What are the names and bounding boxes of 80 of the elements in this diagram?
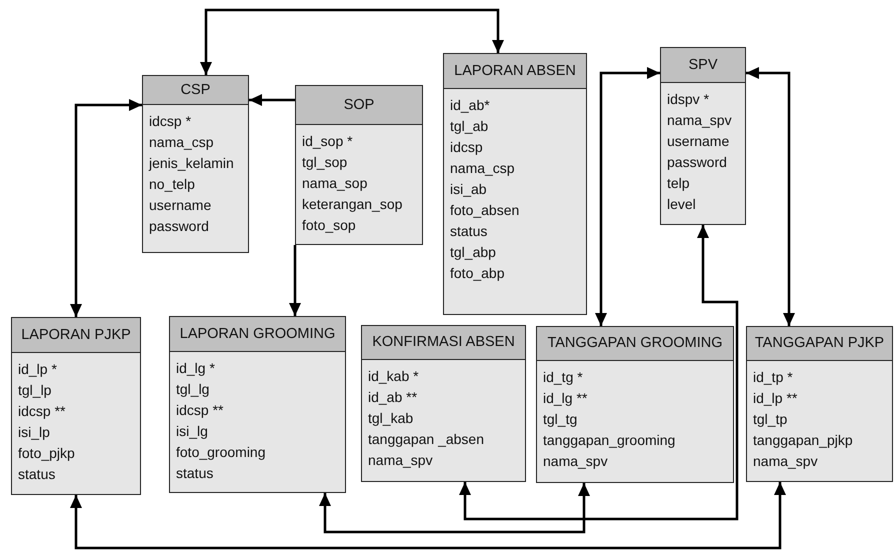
field-name: idspv * (667, 90, 710, 109)
field-name: tgl_tp (753, 410, 788, 429)
field-name: tgl_sop (302, 152, 348, 172)
field-name: tgl_kab (368, 408, 414, 428)
field-name: status (18, 464, 56, 484)
field-name: isi_lp (18, 422, 50, 442)
field-name: password (667, 152, 727, 172)
table-header: SPV (661, 48, 745, 82)
field-name: username (667, 132, 730, 150)
field-name: tgl_ab (450, 116, 488, 136)
field-name: tanggapan _absen (368, 430, 484, 449)
connector-arrow (595, 67, 660, 326)
field-name: nama_spv (667, 110, 732, 130)
field-name: id_lp ** (753, 388, 798, 408)
connector-arrow (459, 225, 738, 520)
table-header: CSP (143, 76, 248, 104)
field-name: keterangan_sop (302, 194, 402, 214)
field-name: telp (667, 174, 690, 193)
field-name: idcsp (450, 138, 483, 157)
entity-table (11, 317, 141, 495)
field-name: nama_spv (368, 450, 433, 470)
field-name: no_telp (149, 174, 195, 194)
field-name: password (149, 216, 209, 236)
entity-table (169, 316, 346, 493)
field-name: id_tp * (753, 368, 793, 387)
field-name: foto_grooming (176, 442, 266, 462)
table-header: TANGGAPAN GROOMING (537, 327, 733, 360)
connector-arrow (319, 483, 590, 534)
connector-arrow (289, 245, 301, 316)
field-name: foto_abp (450, 264, 504, 283)
entity-table (746, 326, 893, 482)
field-name: idcsp ** (18, 402, 66, 421)
entity-table (660, 47, 746, 225)
field-name: id_ab ** (368, 388, 418, 407)
field-name: idcsp * (149, 112, 192, 131)
field-name: username (149, 196, 212, 214)
connector-arrow (70, 99, 142, 317)
field-name: nama_spv (543, 452, 608, 471)
connector-arrow (70, 482, 786, 550)
table-header: LAPORAN PJKP (12, 318, 140, 352)
field-name: isi_ab (450, 180, 487, 199)
table-header: LAPORAN GROOMING (170, 317, 345, 352)
field-name: id_sop * (302, 132, 353, 151)
field-name: nama_csp (149, 132, 214, 152)
field-name: nama_sop (302, 174, 368, 193)
field-name: tgl_lp (18, 380, 52, 400)
field-name: nama_spv (753, 452, 818, 471)
field-name: isi_lg (176, 422, 208, 441)
field-name: tgl_abp (450, 242, 496, 262)
table-header: LAPORAN ABSEN (444, 54, 586, 88)
table-header: KONFIRMASI ABSEN (362, 326, 525, 360)
field-name: foto_absen (450, 200, 520, 220)
field-name: status (176, 464, 214, 482)
table-header: TANGGAPAN PJKP (747, 327, 892, 360)
connector-arrow (746, 67, 795, 326)
field-name: id_kab * (368, 366, 419, 386)
field-name: tgl_tg (543, 410, 578, 429)
field-name: foto_sop (302, 216, 356, 235)
connector-arrow (200, 8, 504, 75)
field-name: nama_csp (450, 158, 515, 178)
field-name: idcsp ** (176, 400, 224, 420)
field-name: id_tg * (543, 368, 583, 387)
table-header: SOP (296, 86, 422, 124)
field-name: id_ab* (450, 96, 490, 115)
field-name: tanggapan_grooming (543, 430, 676, 450)
field-name: id_lg * (176, 358, 215, 378)
field-name: tanggapan_pjkp (753, 430, 853, 450)
entity-table (536, 326, 734, 483)
field-name: id_lg ** (543, 388, 588, 408)
entity-table (443, 53, 587, 315)
field-name: tgl_lg (176, 380, 210, 399)
connector-arrow (249, 94, 295, 106)
field-name: level (667, 194, 696, 214)
entity-table (295, 85, 423, 245)
field-name: status (450, 222, 488, 240)
entity-table (361, 325, 526, 482)
entity-table (142, 75, 249, 253)
field-name: foto_pjkp (18, 444, 75, 463)
field-name: id_lp * (18, 360, 57, 379)
field-name: jenis_kelamin (149, 154, 234, 173)
